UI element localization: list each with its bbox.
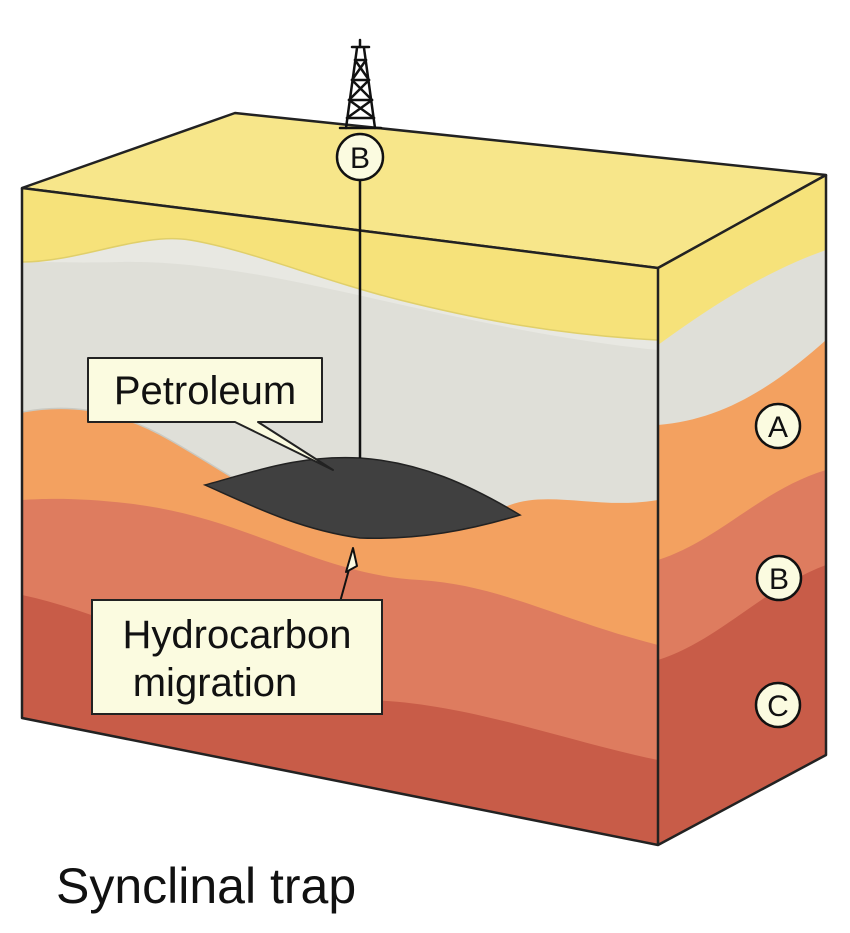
side-marker-c-label: C (767, 690, 789, 723)
side-face (658, 175, 826, 845)
petroleum-callout: Petroleum (87, 357, 334, 471)
migration-label-line2: migration (133, 661, 298, 705)
derrick-marker-label: B (350, 142, 370, 175)
side-marker-b-label: B (769, 563, 789, 596)
side-marker-b: B (755, 554, 803, 602)
side-marker-a: A (754, 402, 802, 450)
diagram-title: Synclinal trap (56, 858, 356, 914)
migration-label-line1: Hydrocarbon (122, 613, 351, 657)
migration-arrow (339, 547, 358, 603)
migration-callout: Hydrocarbon migration (91, 599, 383, 715)
derrick-icon (338, 38, 383, 130)
block-outline (20, 173, 828, 847)
side-marker-c: C (754, 681, 802, 729)
petroleum-label: Petroleum (114, 369, 296, 413)
layer-yellow-band (22, 188, 658, 340)
derrick-marker: B (335, 132, 385, 182)
side-marker-a-label: A (768, 411, 788, 444)
